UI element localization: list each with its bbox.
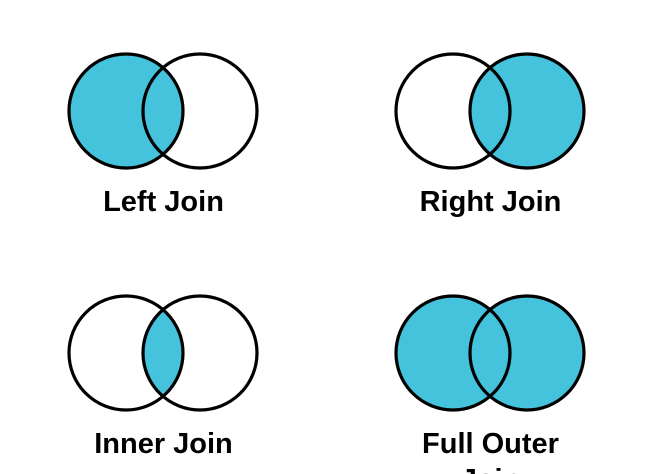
venn-diagram-full-outer-join: Full Outer Join (327, 262, 654, 474)
left-circle-outline (393, 294, 512, 412)
right-circle-outline (140, 52, 259, 170)
left-circle-outline (66, 294, 185, 412)
right-circle-shading (469, 54, 584, 168)
left-circle-outline (66, 52, 185, 170)
venn-graphic-full-outer-join (393, 294, 586, 412)
join-label-left-join: Left Join (103, 186, 224, 218)
left-circle-outline (393, 52, 512, 170)
venn-graphic-inner-join (66, 294, 259, 412)
venn-graphic-right-join (393, 52, 586, 170)
left-circle-shading (68, 54, 183, 168)
right-circle-shading (469, 296, 584, 410)
right-circle-outline (140, 294, 259, 412)
join-label-full-outer-join: Full Outer Join (422, 428, 559, 474)
right-circle-outline (467, 294, 586, 412)
intersection-shading (142, 296, 183, 410)
venn-graphic-left-join (66, 52, 259, 170)
join-label-right-join: Right Join (419, 186, 562, 218)
join-label-inner-join: Inner Join (94, 428, 233, 460)
venn-diagram-left-join: Left Join (0, 50, 327, 262)
venn-diagram-right-join: Right Join (327, 50, 654, 262)
venn-diagram-inner-join: Inner Join (0, 262, 327, 474)
right-circle-outline (467, 52, 586, 170)
